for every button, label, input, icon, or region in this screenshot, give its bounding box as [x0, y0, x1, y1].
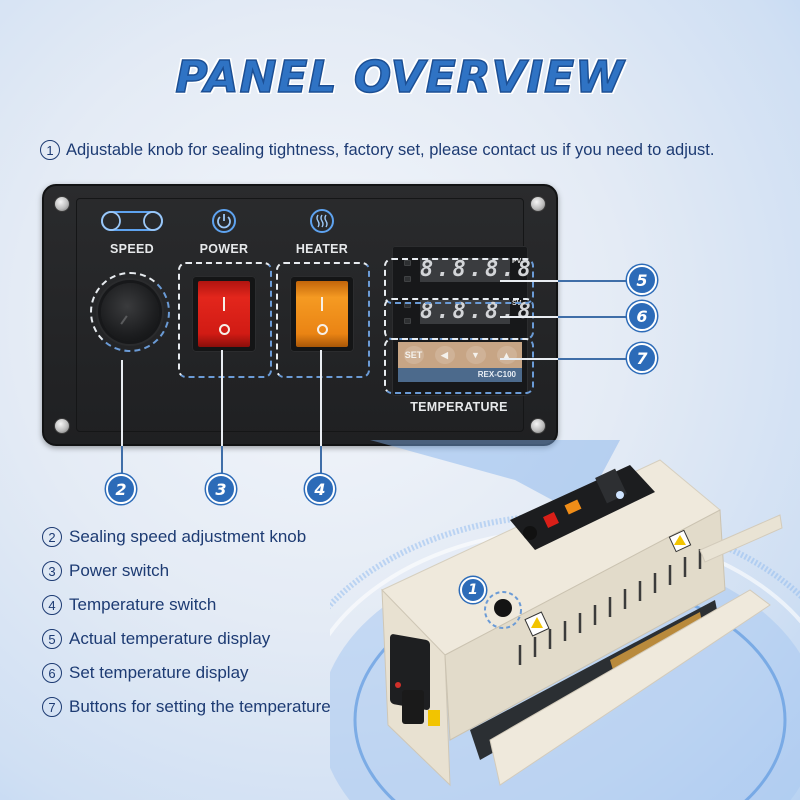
callout-4: 4: [305, 474, 335, 504]
callout-7: 7: [627, 343, 657, 373]
callout-6: 6: [627, 301, 657, 331]
legend-item: 5 Actual temperature display: [42, 622, 331, 656]
legend-text: Sealing speed adjustment knob: [69, 527, 307, 546]
page-title: PANEL OVERVIEW: [175, 51, 625, 104]
screw-icon: [54, 418, 70, 434]
leader-line: [500, 358, 558, 360]
legend-item: 7 Buttons for setting the temperature: [42, 690, 331, 724]
leader-line: [221, 446, 223, 476]
legend-text: Buttons for setting the temperature: [69, 697, 331, 716]
band-sealer-machine-image: [370, 440, 783, 787]
power-switch-highlight: [178, 262, 272, 378]
screw-icon: [530, 418, 546, 434]
number-circle: 1: [40, 140, 60, 160]
controller-keypad: SET ◀ ▼ ▲: [398, 342, 522, 368]
heater-label: HEATER: [295, 242, 349, 256]
indicator-led: [404, 276, 411, 282]
leader-line: [558, 358, 630, 360]
legend-item: 4 Temperature switch: [42, 588, 331, 622]
down-button[interactable]: ▼: [465, 346, 486, 364]
screw-icon: [530, 196, 546, 212]
number-circle: 5: [42, 629, 62, 649]
callout-5: 5: [627, 265, 657, 295]
heat-waves-icon: [282, 208, 362, 234]
leader-line: [121, 446, 123, 476]
legend-text: Power switch: [69, 561, 170, 580]
number-circle: 2: [42, 527, 62, 547]
power-switch-bezel: [192, 276, 256, 352]
on-symbol: [321, 297, 323, 312]
leader-line: [500, 316, 558, 318]
number-circle: 6: [42, 663, 62, 683]
keypad-highlight: [384, 338, 534, 394]
callout-1: 1: [460, 577, 486, 603]
legend-text: Temperature switch: [69, 595, 217, 614]
leader-line: [320, 446, 322, 476]
temperature-label: TEMPERATURE: [410, 400, 508, 414]
callout-2: 2: [106, 474, 136, 504]
heater-switch[interactable]: [296, 281, 348, 347]
heater-switch-highlight: [276, 262, 370, 378]
pv-label: PV: [512, 258, 522, 265]
number-circle: 3: [42, 561, 62, 581]
callout-3: 3: [206, 474, 236, 504]
legend-list: 2 Sealing speed adjustment knob 3 Power …: [42, 520, 331, 724]
speed-knob-highlight: [90, 272, 170, 352]
speed-knob[interactable]: [101, 283, 159, 341]
legend-item: 3 Power switch: [42, 554, 331, 588]
conveyor-icon: [92, 210, 172, 232]
model-label: REX-C100: [398, 368, 522, 382]
legend-item: 2 Sealing speed adjustment knob: [42, 520, 331, 554]
off-symbol: [316, 323, 328, 335]
number-circle: 4: [42, 595, 62, 615]
legend-text: Set temperature display: [69, 663, 249, 682]
leader-line: [558, 316, 630, 318]
shift-left-button[interactable]: ◀: [434, 346, 455, 364]
leader-line: [121, 360, 123, 446]
note-text: Adjustable knob for sealing tightness, f…: [66, 140, 715, 159]
screw-icon: [54, 196, 70, 212]
note-adjustable-knob: 1 Adjustable knob for sealing tightness,…: [40, 140, 714, 160]
leader-line: [558, 280, 630, 282]
heater-switch-bezel: [290, 276, 354, 352]
power-icon: [184, 208, 264, 234]
leader-line: [500, 280, 558, 282]
indicator-led: [404, 318, 411, 324]
legend-text: Actual temperature display: [69, 629, 271, 648]
speed-label: SPEED: [110, 242, 154, 256]
power-switch[interactable]: [198, 281, 250, 347]
power-label: POWER: [199, 242, 249, 256]
number-circle: 7: [42, 697, 62, 717]
indicator-led: [404, 260, 411, 266]
sv-highlight: [384, 298, 534, 340]
leader-line: [221, 350, 223, 446]
off-symbol: [218, 323, 230, 335]
legend-item: 6 Set temperature display: [42, 656, 331, 690]
leader-line: [320, 350, 322, 446]
on-symbol: [223, 297, 225, 312]
set-button[interactable]: SET: [403, 346, 424, 364]
